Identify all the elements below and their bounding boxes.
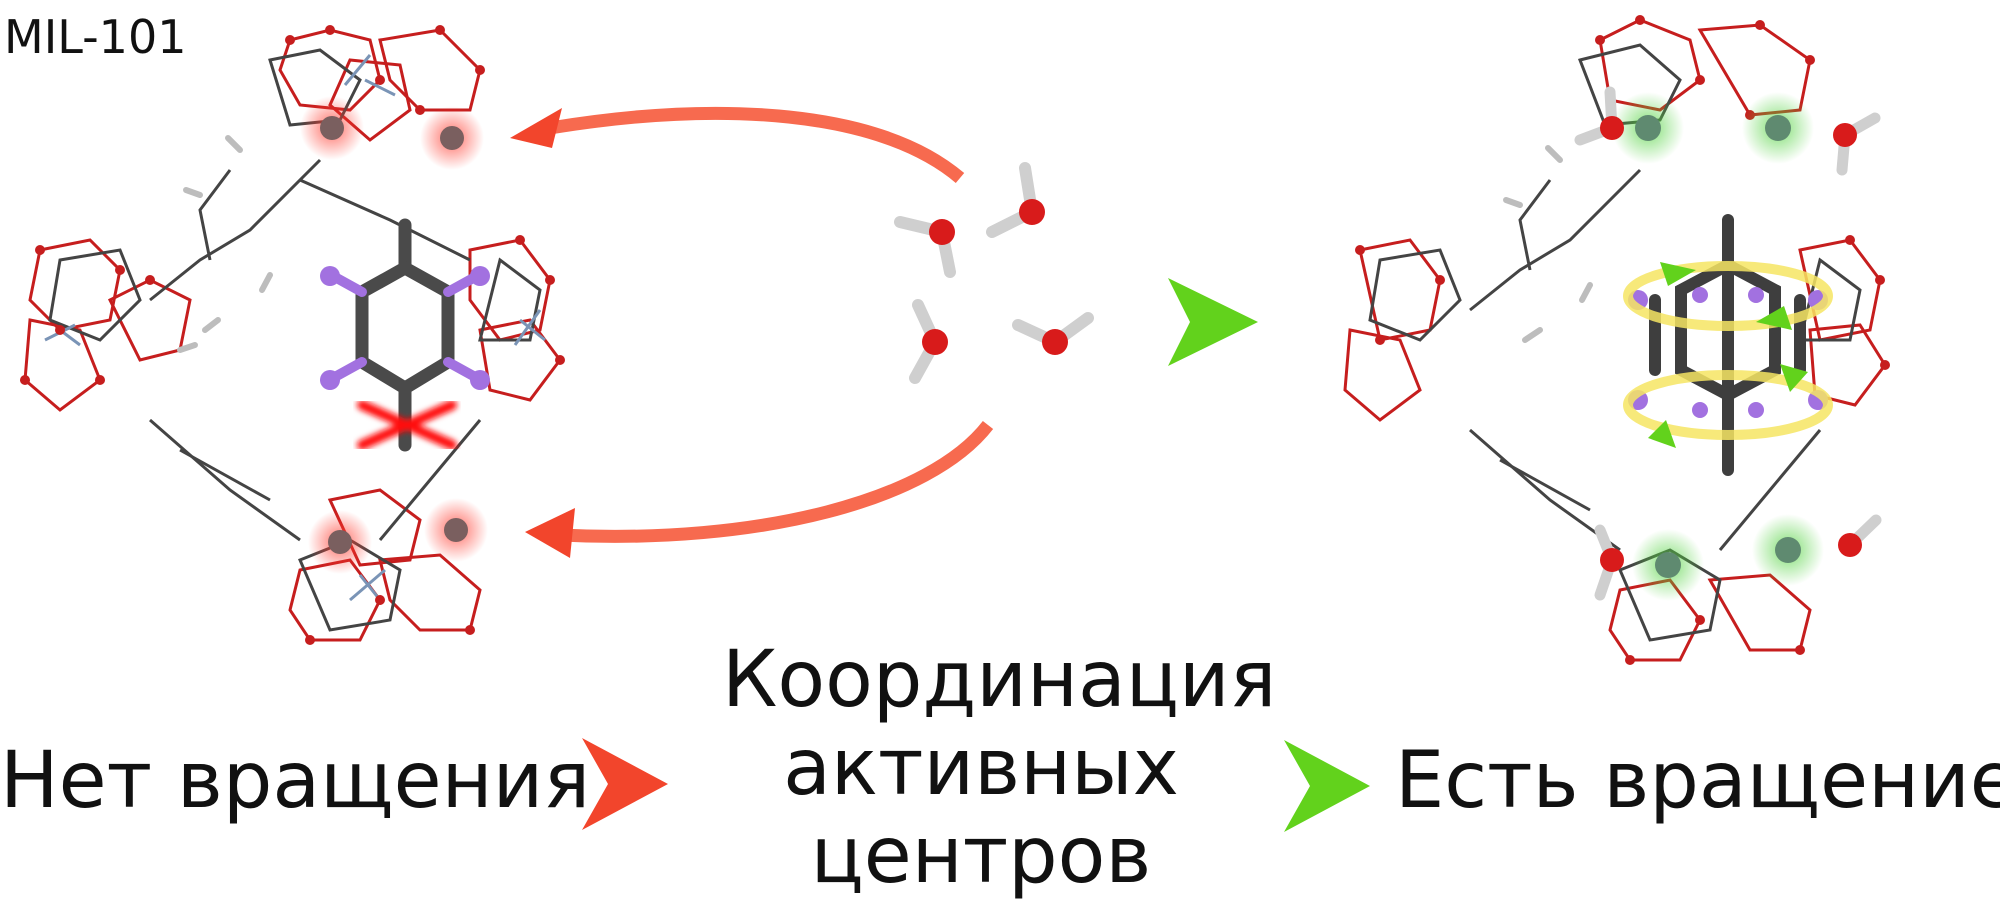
mof-name-label: MIL-101 [4, 10, 187, 64]
green-arrow-icon [1284, 740, 1370, 832]
red-cross-icon [357, 400, 457, 450]
red-arrow-icon [582, 738, 668, 830]
center-caption-line1: Координация [722, 635, 1277, 725]
rotation-arrow-icon [1648, 262, 1808, 448]
water-molecules [894, 162, 1094, 384]
green-arrow-icon [1168, 278, 1258, 366]
red-arrow-icon [510, 106, 994, 558]
center-caption-line2: активных [783, 723, 1179, 813]
center-caption: Координация активных центров [722, 635, 1277, 901]
center-caption-line3: центров [810, 811, 1152, 901]
mof-cage-right [1343, 15, 1890, 665]
mof-cage-left [20, 25, 565, 645]
rotation-caption: Есть вращение! [1395, 736, 2000, 826]
no-rotation-caption: Нет вращения [0, 736, 591, 826]
